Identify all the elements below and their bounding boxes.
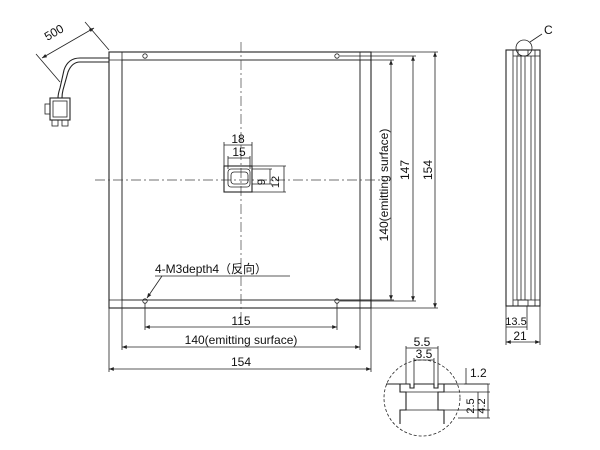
dim-13-5: 13.5: [505, 316, 526, 328]
front-view: 18 15 9 12 4-M3depth4（反向）: [95, 42, 385, 318]
dim-21: 21: [513, 329, 527, 343]
dim-3-5: 3.5: [416, 347, 433, 361]
dim-500: 500: [42, 21, 67, 43]
dim-140-v: 140(emitting surface): [377, 129, 391, 242]
detail-c-label: C: [544, 23, 553, 37]
dim-154-v: 154: [421, 160, 435, 180]
dim-18: 18: [231, 132, 245, 146]
side-view: C 13.5 21: [505, 23, 553, 345]
dim-147: 147: [398, 160, 412, 180]
detail-c-circle: [515, 39, 533, 57]
dim-2-5: 2.5: [465, 398, 477, 413]
cable: 500: [35, 21, 110, 127]
right-dimensions: 140(emitting surface) 147 154: [340, 51, 438, 309]
dim-4-2: 4.2: [476, 398, 488, 413]
dim-5-5: 5.5: [414, 335, 431, 349]
detail-c: 5.5 3.5 1.2 2.5 4.2: [383, 335, 490, 437]
dim-154-h: 154: [231, 355, 251, 369]
dim-1-2: 1.2: [470, 366, 487, 380]
dim-140-h: 140(emitting surface): [185, 333, 298, 347]
detail-circle: [383, 359, 461, 437]
dim-115: 115: [231, 314, 250, 328]
mount-hole-note: 4-M3depth4（反向）: [155, 261, 267, 276]
dim-9: 9: [256, 179, 268, 185]
bottom-dimensions: 115 140(emitting surface) 154: [108, 303, 372, 372]
mount-hole: [334, 298, 340, 304]
mount-hole: [142, 298, 148, 304]
mount-hole: [142, 53, 148, 59]
dim-15: 15: [232, 145, 246, 159]
mount-hole: [334, 53, 340, 59]
dim-12: 12: [270, 176, 282, 188]
center-window: 18 15 9 12: [223, 132, 286, 193]
